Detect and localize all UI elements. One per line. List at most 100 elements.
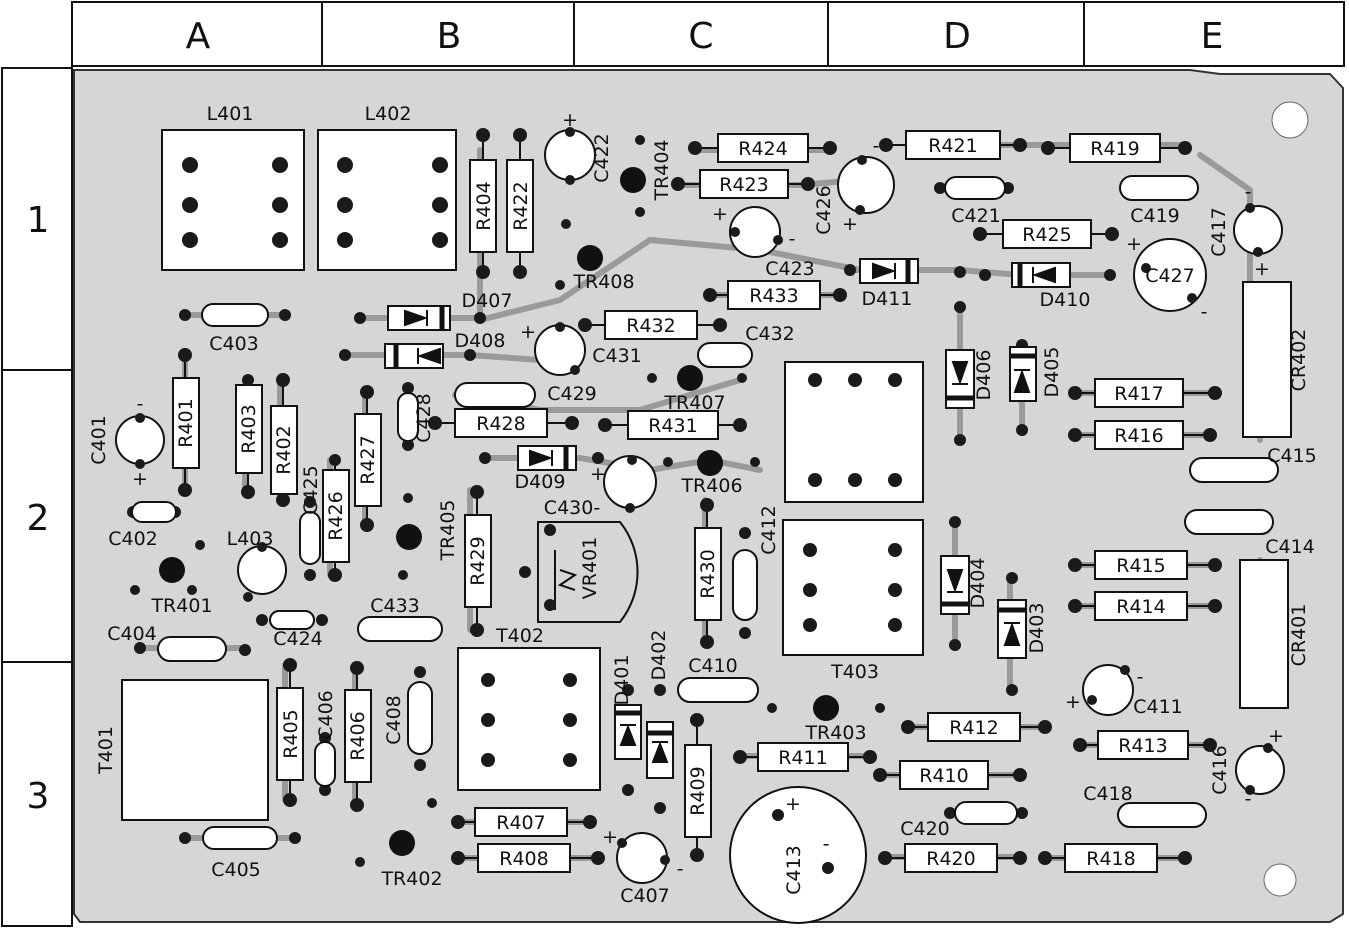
label-r419: R419 [1090, 138, 1139, 160]
resistor-r406: R406 [344, 661, 372, 812]
label-c424: C424 [273, 628, 323, 650]
label-t402: T402 [495, 625, 544, 647]
transistor-tr404: TR404 [620, 135, 683, 217]
label-plus: + [1254, 258, 1270, 280]
label-c414: C414 [1265, 536, 1315, 558]
label-r423: R423 [719, 174, 768, 196]
label-minus: - [1137, 666, 1144, 688]
capacitor-c408: C408 [383, 666, 433, 771]
label-r410: R410 [919, 765, 968, 787]
label-d406: D406 [973, 350, 995, 401]
label-c422: C422 [591, 133, 613, 183]
resistor-r433: R433 [703, 280, 847, 310]
column-header-a: A [186, 16, 211, 57]
label-r413: R413 [1118, 735, 1167, 757]
label-d408: D408 [455, 330, 506, 352]
capacitors-electrolytic: C401+- L403 C422+ C426+- C423+- C427+- C… [88, 109, 1285, 924]
label-plus: + [1126, 233, 1142, 255]
capacitor-c430: C430-+ [544, 455, 657, 519]
label-cr402: CR402 [1288, 329, 1310, 392]
resistor-r417: R417 [1068, 378, 1222, 408]
label-tr401: TR401 [150, 595, 212, 617]
label-r433: R433 [749, 285, 798, 307]
label-minus: - [1245, 181, 1252, 203]
heatsink-block [784, 361, 924, 503]
label-tr402: TR402 [380, 868, 442, 890]
label-r428: R428 [476, 413, 525, 435]
capacitor-c402: C402 [108, 501, 181, 550]
label-r429: R429 [467, 536, 489, 585]
capacitor-c416: C416+- [1209, 725, 1285, 810]
diodes: D407 D408 D409 D411 D410 D406 D405 D404 … [339, 258, 1116, 814]
capacitor-c412: C412 [732, 505, 780, 639]
label-c428: C428 [413, 393, 435, 443]
resistors-vertical: R404 R422 R401 R403 R402 R427 R426 R429 … [172, 128, 722, 862]
label-r432: R432 [626, 315, 675, 337]
label-r425: R425 [1022, 224, 1071, 246]
resistor-r425: R425 [973, 219, 1119, 249]
resistor-r422: R422 [506, 128, 534, 279]
resistor-r430: R430 [694, 498, 722, 649]
capacitor-c405: C405 [179, 826, 301, 881]
inductor-l402: L402 [317, 103, 457, 271]
label-c430: C430- [544, 497, 600, 519]
capacitor-c404: C404 [107, 623, 251, 662]
label-d410: D410 [1040, 289, 1091, 311]
column-header-d: D [943, 16, 971, 57]
label-c412: C412 [758, 505, 780, 555]
label-r430: R430 [697, 549, 719, 598]
row-headers: 1 2 3 [27, 200, 50, 817]
label-plus: + [712, 203, 728, 225]
resistor-r411: R411 [733, 742, 877, 772]
diode-d401: D401 [611, 655, 642, 796]
label-r409: R409 [687, 766, 709, 815]
label-tr407: TR407 [663, 392, 725, 414]
resistor-r428: R428 [428, 408, 579, 438]
resistor-r413: R413 [1073, 730, 1217, 760]
diode-d408: D408 [339, 330, 506, 369]
label-c431: C431 [592, 345, 642, 367]
capacitor-c432: C432 [697, 323, 795, 368]
label-d404: D404 [967, 558, 989, 609]
column-header-b: B [437, 16, 462, 57]
label-r421: R421 [928, 135, 977, 157]
label-c408: C408 [383, 695, 405, 745]
label-r405: R405 [280, 709, 302, 758]
resistor-r432: R432 [578, 310, 727, 340]
resistor-r403: R403 [235, 374, 263, 499]
capacitor-c423: C423+- [712, 203, 815, 280]
resistor-r418: R418 [1038, 843, 1192, 873]
capacitor-c433: C433 [357, 595, 443, 642]
label-r402: R402 [273, 425, 295, 474]
capacitor-c428: C428 [397, 382, 435, 451]
column-header-c: C [688, 16, 713, 57]
resistor-r415: R415 [1068, 550, 1222, 580]
capacitor-c418: C418 [1083, 783, 1207, 828]
label-c403: C403 [209, 333, 259, 355]
label-r401: R401 [175, 398, 197, 447]
transistor-tr403: TR403 [767, 695, 885, 744]
label-d402: D402 [648, 630, 670, 681]
label-minus: - [823, 833, 830, 855]
capacitor-c427: C427+- [1126, 233, 1207, 323]
diode-d409: D409 [479, 445, 604, 493]
label-minus: - [873, 135, 880, 157]
label-d411: D411 [862, 288, 913, 310]
inductor-l401: L401 [161, 103, 305, 271]
resistor-r412: R412 [901, 712, 1052, 742]
label-r403: R403 [238, 404, 260, 453]
label-d407: D407 [462, 290, 513, 312]
capacitor-c425: C425 [299, 465, 322, 581]
resistor-r420: R420 [878, 843, 1027, 873]
label-plus: + [562, 109, 578, 131]
label-c415: C415 [1267, 445, 1317, 467]
label-tr404: TR404 [651, 139, 673, 201]
label-c410: C410 [688, 655, 738, 677]
capacitor-c410: C410 [677, 655, 759, 703]
capacitor-c420: C420 [900, 801, 1028, 840]
label-plus: + [602, 826, 618, 848]
potentiometer-vr401: VR401 [519, 521, 639, 623]
label-plus: + [842, 213, 858, 235]
label-minus: - [789, 228, 796, 250]
